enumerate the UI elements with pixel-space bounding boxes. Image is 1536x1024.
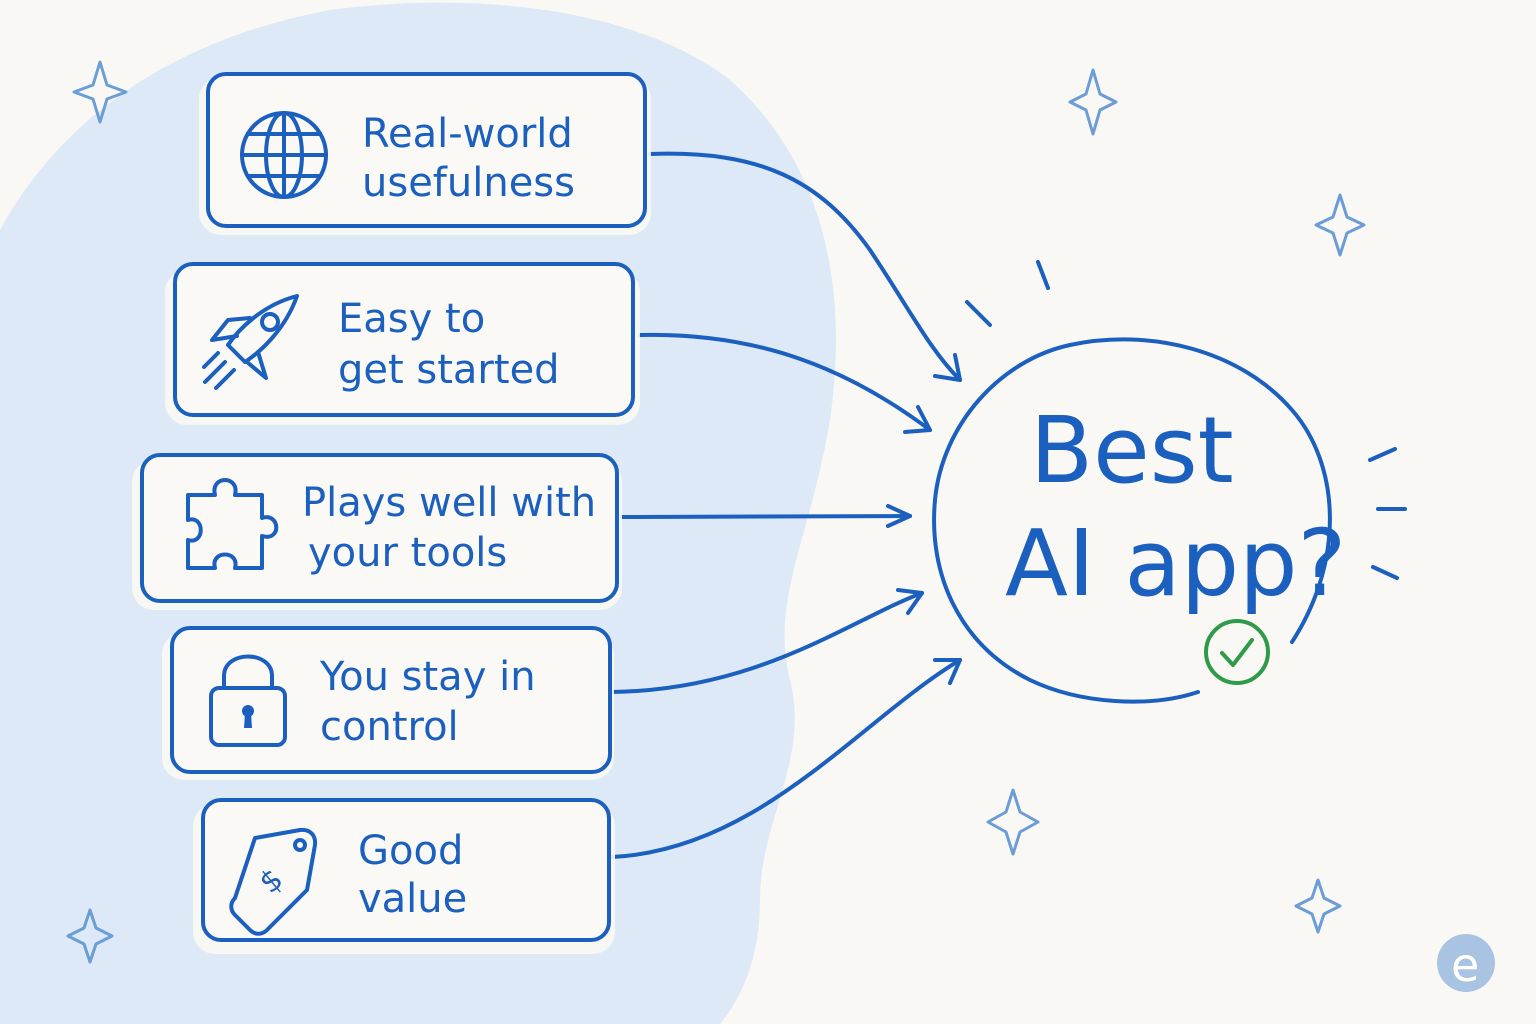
card-real-world-usefulness: Real-world usefulness [199,72,651,235]
card-label-line1: Real-world [362,111,573,157]
card-label-line2: usefulness [362,160,575,206]
lock-icon [209,654,287,747]
logo-letter: e [1451,938,1479,992]
puzzle-icon [186,478,279,570]
globe-icon [240,111,328,199]
center-title-line1: Best [1030,397,1234,504]
burst-lines [965,260,1407,580]
card-you-stay-in-control: You stay in control [162,626,614,780]
rocket-icon [202,294,299,390]
card-label-line2: your tools [308,530,507,576]
card-label-line2: get started [338,347,560,393]
card-label-line1: Easy to [338,296,485,342]
card-plays-well-with-your-tools: Plays well with your tools [132,453,622,610]
card-easy-to-get-started: Easy to get started [165,262,640,425]
center-title-line2: AI app? [1005,510,1346,617]
card-label-line2: value [358,876,467,922]
card-label-line1: You stay in [319,654,536,700]
arrows [610,151,962,859]
sparkle-icons [66,60,1366,964]
card-good-value: $ Good value [193,798,615,954]
card-label-line1: Good [358,828,463,874]
center-node: Best AI app? [932,260,1407,704]
check-circle-icon [1204,619,1270,685]
logo-icon: e [1437,934,1495,992]
card-label-line1: Plays well with [302,480,596,526]
card-label-line2: control [320,704,459,750]
